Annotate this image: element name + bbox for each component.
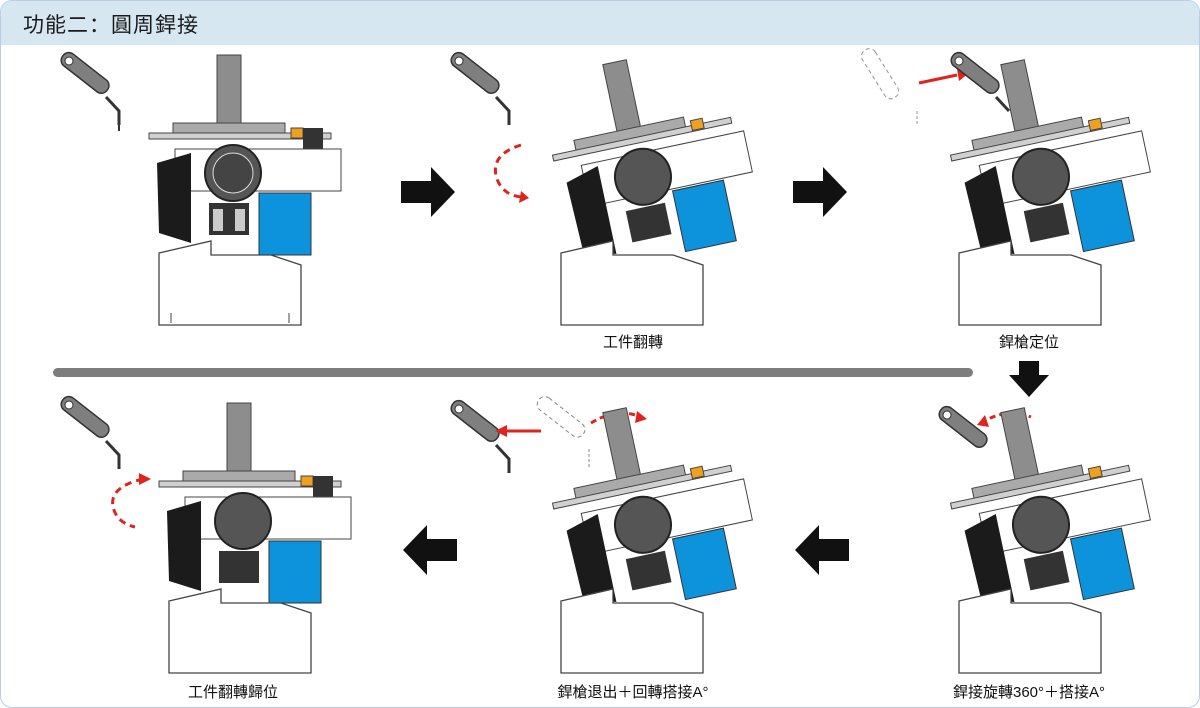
welding-torch-icon <box>938 405 988 448</box>
step-5-caption: 銲槍退出＋回轉搭接A° <box>557 684 709 701</box>
step-4-caption: 銲接旋轉360°＋搭接A° <box>952 684 1106 701</box>
step-5-panel: 銲槍退出＋回轉搭接A° <box>441 393 821 701</box>
step-6-panel: 工件翻轉歸位 <box>51 393 431 701</box>
row-divider <box>53 368 973 377</box>
step-1-illustration <box>60 51 342 326</box>
flow-arrow-right-icon <box>793 167 847 217</box>
step-6-illustration <box>60 395 352 674</box>
rotation-arrow-icon <box>111 477 144 529</box>
step-3-illustration <box>860 48 1151 326</box>
workpiece-machine <box>551 407 753 602</box>
step-3-caption: 銲槍定位 <box>998 334 1060 351</box>
step-4-panel: 銲接旋轉360°＋搭接A° <box>821 393 1199 701</box>
flow-arrow-left-icon <box>795 525 849 575</box>
welding-torch-icon <box>950 51 1011 113</box>
step-6-caption: 工件翻轉歸位 <box>187 684 279 701</box>
page-title: 功能二：圓周銲接 <box>23 14 199 37</box>
welding-torch-icon <box>450 399 511 473</box>
flow-arrow-down-icon <box>1009 361 1049 397</box>
step-2-panel: 工件翻轉 <box>441 45 821 351</box>
step-2-illustration <box>450 51 753 326</box>
header-bar: 功能二：圓周銲接 <box>1 1 1199 45</box>
rotation-arrow-icon <box>590 411 647 425</box>
flow-arrow-right-icon <box>401 167 455 217</box>
arrow-retract-icon <box>495 425 541 437</box>
step-2-caption: 工件翻轉 <box>602 334 664 351</box>
step-5-illustration <box>450 396 753 674</box>
rotation-arrow-icon <box>494 143 522 199</box>
welding-torch-icon <box>60 395 121 469</box>
torch-ghost-icon <box>536 396 590 467</box>
flow-arrow-left-icon <box>403 525 457 575</box>
welding-torch-icon <box>60 51 121 131</box>
workpiece-machine <box>949 407 1151 602</box>
rotation-arrow-icon <box>977 411 1032 427</box>
workpiece-machine <box>949 59 1151 254</box>
torch-ghost-icon <box>860 48 918 125</box>
step-1-panel <box>51 45 431 345</box>
welding-torch-icon <box>450 51 511 125</box>
workpiece-machine <box>148 54 342 326</box>
workpiece-machine <box>551 59 753 254</box>
step-4-illustration <box>938 405 1151 674</box>
step-3-panel: 銲槍定位 <box>821 45 1199 351</box>
workpiece-machine <box>158 402 352 674</box>
